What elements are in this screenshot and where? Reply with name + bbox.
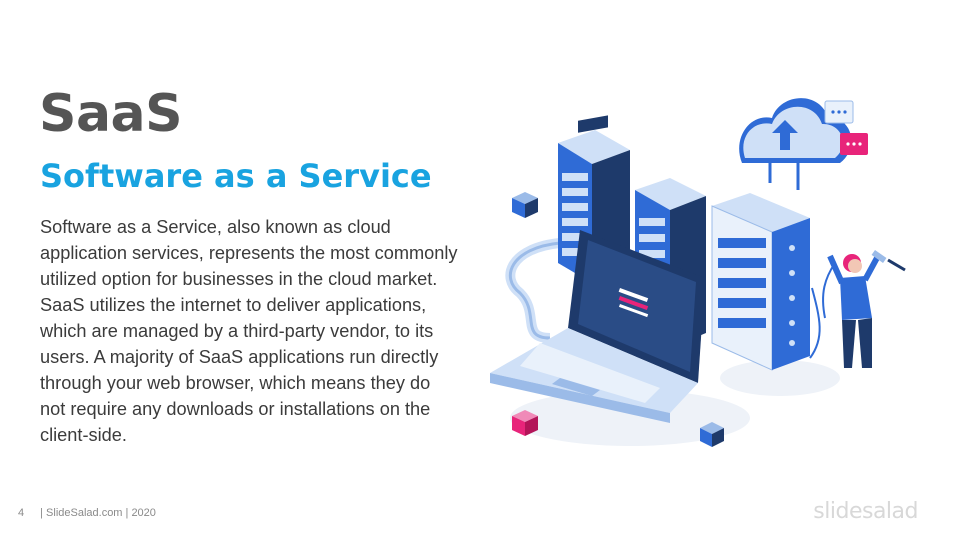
cube-icon [700,422,724,447]
chat-bubble-icon [824,100,868,155]
slide-title: SaaS [39,84,183,144]
cube-icon [512,192,538,218]
slide-body: Software as a Service, also known as clo… [40,217,458,445]
cube-icon [512,410,538,436]
slide-subtitle: Software as a Service [40,157,432,195]
footer-credit: | SlideSalad.com | 2020 [40,507,156,519]
laptop-icon [490,230,705,423]
server-rack-icon [711,193,810,371]
person-icon [827,250,906,368]
slidesalad-logo: slidesalad [813,499,918,524]
page-number: 4 [18,507,25,519]
cloud-upload-icon [739,98,852,190]
saas-illustration [490,98,906,447]
footer: 4 | SlideSalad.com | 2020 [18,507,156,519]
